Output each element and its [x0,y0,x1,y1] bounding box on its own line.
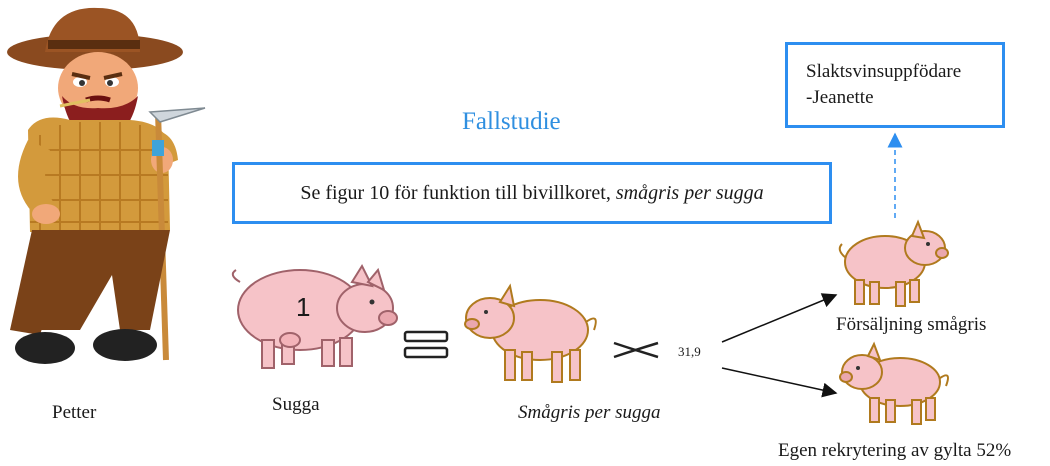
note-text: Se figur 10 för funktion till bivillkore… [300,182,616,205]
farmer-label: Petter [52,402,96,424]
piglet-sale-illustration [840,222,948,306]
diagram-title: Fallstudie [462,108,561,136]
piglets-label: Smågris per sugga [518,402,661,424]
sale-label: Försäljning smågris [836,314,986,336]
recruitment-label: Egen rekrytering av gylta 52% [778,440,1011,462]
multiplier-value: 31,9 [678,344,701,360]
destination-line2: -Jeanette [806,85,1002,111]
piglet-illustration [465,286,596,382]
destination-box: Slaktsvinsuppfödare -Jeanette [785,42,1005,128]
note-italic: smågris per sugga [616,182,764,205]
destination-line1: Slaktsvinsuppfödare [806,59,1002,85]
sow-number: 1 [296,292,310,323]
sow-illustration [233,266,397,368]
note-box: Se figur 10 för funktion till bivillkore… [232,162,832,224]
sow-label: Sugga [272,394,320,416]
piglet-recruitment-illustration [840,344,948,424]
